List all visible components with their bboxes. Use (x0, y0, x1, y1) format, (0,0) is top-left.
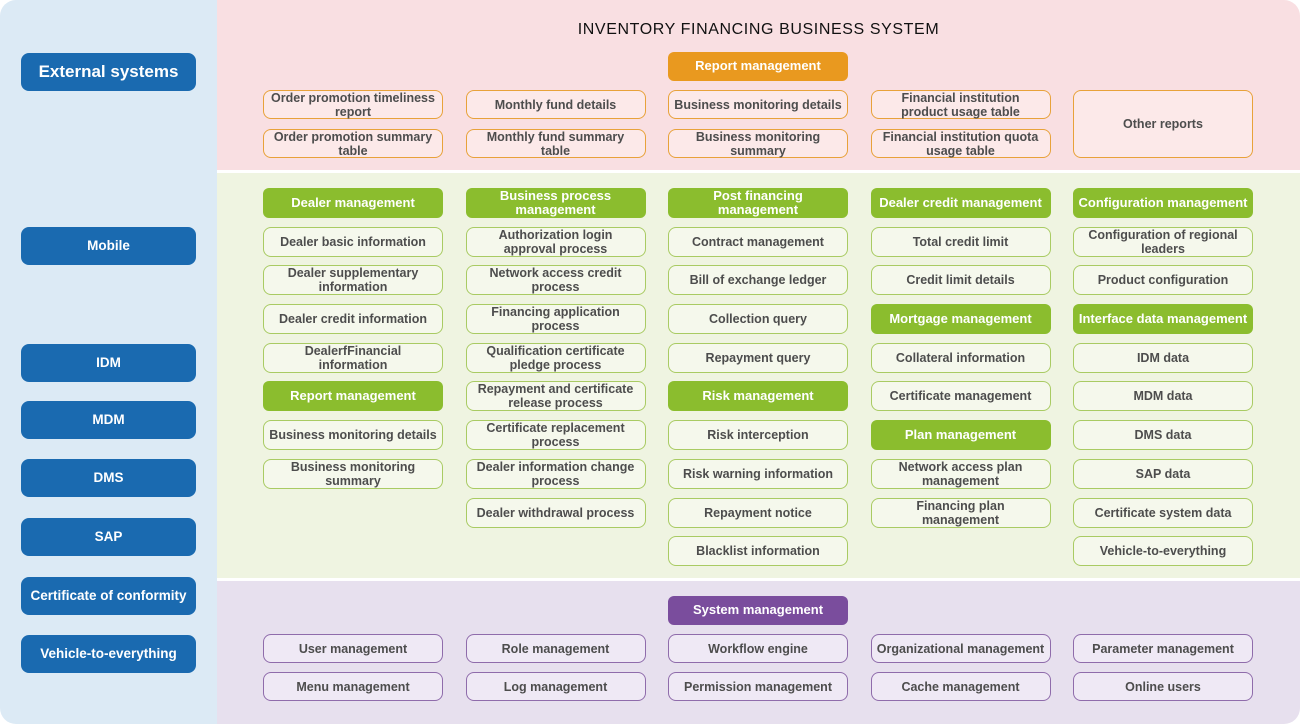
business-column-5: Configuration management Configuration o… (1073, 188, 1253, 575)
box-idm-data: IDM data (1073, 342, 1253, 373)
box-vehicle-to-everything: Vehicle-to-everything (1073, 536, 1253, 567)
box-product-configuration: Product configuration (1073, 265, 1253, 296)
system-columns: User management Menu management Role man… (263, 596, 1253, 710)
business-column-3: Post financing management Contract manag… (668, 188, 848, 575)
sidebar-item-sap: SAP (21, 518, 196, 556)
box-financing-plan-management: Financing plan management (870, 497, 1051, 528)
header-post-financing-management: Post financing management (668, 188, 848, 218)
header-report-management: Report management (668, 52, 848, 81)
external-systems-sidebar: External systems Mobile IDM MDM DMS SAP … (0, 0, 217, 724)
box-collection-query: Collection query (668, 304, 848, 335)
header-configuration-management: Configuration management (1073, 188, 1253, 218)
box-monthly-fund-details: Monthly fund details (465, 90, 646, 119)
box-dealer-supplementary-information: Dealer supplementary information (263, 265, 443, 296)
business-column-4: Dealer credit management Total credit li… (870, 188, 1051, 575)
box-dealer-information-change-process: Dealer information change process (465, 458, 646, 489)
system-column-4: Organizational management Cache manageme… (870, 596, 1051, 710)
system-column-1: User management Menu management (263, 596, 443, 710)
system-column-3: System management Workflow engine Permis… (668, 596, 848, 710)
box-credit-limit-details: Credit limit details (870, 265, 1051, 296)
box-menu-management: Menu management (263, 672, 443, 701)
box-business-monitoring-summary: Business monitoring summary (668, 129, 848, 158)
system-column-5: Parameter management Online users (1073, 596, 1253, 710)
box-authorization-login-approval-process: Authorization login approval process (465, 226, 646, 257)
box-permission-management: Permission management (668, 672, 848, 701)
page-title: INVENTORY FINANCING BUSINESS SYSTEM (577, 21, 940, 38)
box-log-management: Log management (465, 672, 646, 701)
box-risk-interception: Risk interception (668, 420, 848, 451)
box-contract-management: Contract management (668, 226, 848, 257)
header-mortgage-management: Mortgage management (870, 304, 1051, 335)
box-parameter-management: Parameter management (1073, 634, 1253, 663)
main-diagram-area: INVENTORY FINANCING BUSINESS SYSTEM Orde… (217, 0, 1300, 724)
box-sap-data: SAP data (1073, 458, 1253, 489)
header-dealer-credit-management: Dealer credit management (870, 188, 1051, 218)
sidebar-item-mobile: Mobile (21, 227, 196, 265)
box-repayment-and-certificate-release-process: Repayment and certificate release proces… (465, 381, 646, 412)
box-collateral-information: Collateral information (870, 342, 1051, 373)
box-repayment-notice: Repayment notice (668, 497, 848, 528)
box-business-monitoring-summary-green: Business monitoring summary (263, 458, 443, 489)
box-dealer-withdrawal-process: Dealer withdrawal process (465, 497, 646, 528)
box-cache-management: Cache management (870, 672, 1051, 701)
box-mdm-data: MDM data (1073, 381, 1253, 412)
business-column-2: Business process management Authorizatio… (465, 188, 646, 575)
report-column-1: Order promotion timeliness report Order … (263, 52, 443, 168)
report-columns: Order promotion timeliness report Order … (263, 52, 1253, 168)
sidebar-item-certificate-of-conformity: Certificate of conformity (21, 577, 196, 615)
header-dealer-management: Dealer management (263, 188, 443, 218)
box-qualification-certificate-pledge-process: Qualification certificate pledge process (465, 342, 646, 373)
sidebar-item-mdm: MDM (21, 401, 196, 439)
box-organizational-management: Organizational management (870, 634, 1051, 663)
business-modules-band: Dealer management Dealer basic informati… (217, 173, 1300, 578)
box-blacklist-information: Blacklist information (668, 536, 848, 567)
report-column-3: Report management Business monitoring de… (668, 52, 848, 168)
box-total-credit-limit: Total credit limit (870, 226, 1051, 257)
box-role-management: Role management (465, 634, 646, 663)
box-financing-application-process: Financing application process (465, 304, 646, 335)
box-order-promotion-summary-table: Order promotion summary table (263, 129, 443, 158)
report-column-4: Financial institution product usage tabl… (870, 52, 1051, 168)
report-column-5: Other reports (1073, 52, 1253, 168)
box-monthly-fund-summary-table: Monthly fund summary table (465, 129, 646, 158)
box-business-monitoring-details-green: Business monitoring details (263, 420, 443, 451)
header-risk-management: Risk management (668, 381, 848, 412)
report-column-2: Monthly fund details Monthly fund summar… (465, 52, 646, 168)
header-interface-data-management: Interface data management (1073, 304, 1253, 335)
box-dealer-credit-information: Dealer credit information (263, 304, 443, 335)
box-workflow-engine: Workflow engine (668, 634, 848, 663)
system-column-2: Role management Log management (465, 596, 646, 710)
box-dealer-financial-information: DealerfFinancial information (263, 342, 443, 373)
sidebar-item-external-systems: External systems (21, 53, 196, 91)
sidebar-item-vehicle-to-everything: Vehicle-to-everything (21, 635, 196, 673)
box-repayment-query: Repayment query (668, 342, 848, 373)
box-other-reports: Other reports (1073, 90, 1253, 158)
business-column-1: Dealer management Dealer basic informati… (263, 188, 443, 575)
box-risk-warning-information: Risk warning information (668, 458, 848, 489)
box-certificate-management: Certificate management (870, 381, 1051, 412)
system-management-band: User management Menu management Role man… (217, 581, 1300, 724)
box-certificate-system-data: Certificate system data (1073, 497, 1253, 528)
box-business-monitoring-details: Business monitoring details (668, 90, 848, 119)
box-configuration-of-regional-leaders: Configuration of regional leaders (1073, 226, 1253, 257)
business-columns: Dealer management Dealer basic informati… (263, 188, 1253, 575)
box-network-access-credit-process: Network access credit process (465, 265, 646, 296)
header-report-management-green: Report management (263, 381, 443, 412)
box-online-users: Online users (1073, 672, 1253, 701)
box-financial-institution-product-usage-table: Financial institution product usage tabl… (870, 90, 1051, 119)
box-dms-data: DMS data (1073, 420, 1253, 451)
box-network-access-plan-management: Network access plan management (870, 458, 1051, 489)
box-bill-of-exchange-ledger: Bill of exchange ledger (668, 265, 848, 296)
header-business-process-management: Business process management (465, 188, 646, 218)
sidebar-item-dms: DMS (21, 459, 196, 497)
report-management-band: INVENTORY FINANCING BUSINESS SYSTEM Orde… (217, 0, 1300, 170)
header-plan-management: Plan management (870, 420, 1051, 451)
box-user-management: User management (263, 634, 443, 663)
sidebar-item-idm: IDM (21, 344, 196, 382)
box-financial-institution-quota-usage-table: Financial institution quota usage table (870, 129, 1051, 158)
box-order-promotion-timeliness-report: Order promotion timeliness report (263, 90, 443, 119)
box-dealer-basic-information: Dealer basic information (263, 226, 443, 257)
box-certificate-replacement-process: Certificate replacement process (465, 420, 646, 451)
header-system-management: System management (668, 596, 848, 625)
